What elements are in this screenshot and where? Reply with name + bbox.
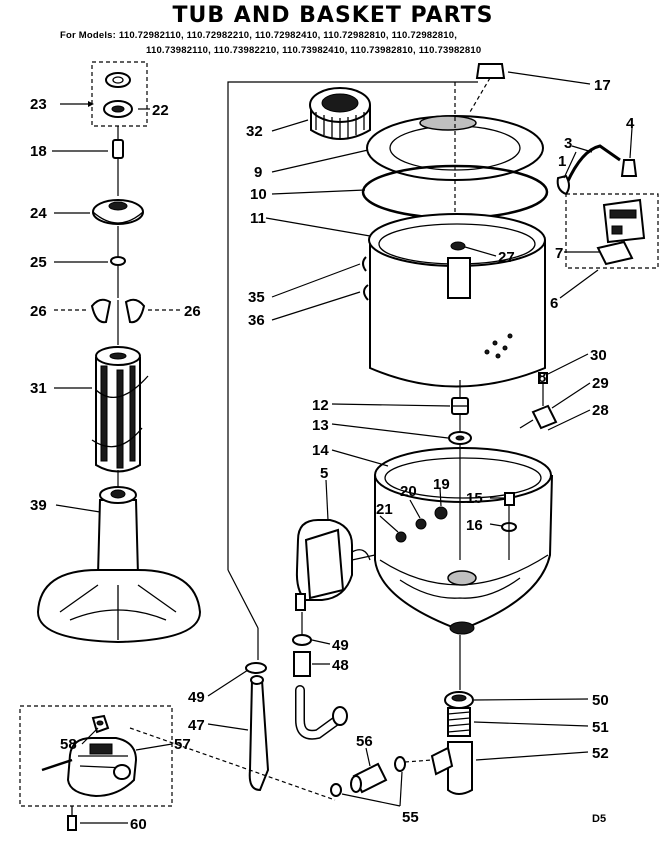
callout-20: 20 [400,483,417,500]
part-clip-35 [362,256,367,272]
page-code: D5 [592,813,606,825]
callout-19: 19 [433,476,450,493]
part-seal-50 [444,691,474,709]
callout-12: 12 [312,397,329,414]
callout-26-right: 26 [184,303,201,320]
callout-4: 4 [626,115,635,132]
callout-3: 3 [564,135,572,152]
cap-group-box [91,61,148,127]
callout-58: 58 [60,736,77,753]
part-motor-57 [41,737,138,798]
callout-17: 17 [594,77,611,94]
callout-49-left: 49 [188,689,205,706]
callout-1: 1 [558,153,566,170]
callout-7: 7 [555,245,563,262]
part-washer-25 [110,256,126,266]
callout-8: 8 [538,369,546,386]
part-clamp-49b [292,634,312,646]
callout-23: 23 [30,96,47,113]
callout-52: 52 [592,745,609,762]
callout-6: 6 [550,295,558,312]
callout-labels: 23 22 18 24 25 26 26 31 39 17 32 9 10 11… [30,77,635,833]
callout-22: 22 [152,102,169,119]
part-seal-13 [448,431,472,445]
part-nut-58 [91,714,110,734]
callout-13: 13 [312,417,329,434]
callout-48: 48 [332,657,349,674]
callout-47: 47 [188,717,205,734]
part-hose-47 [248,675,270,792]
callout-31: 31 [30,380,47,397]
part-outer-tub-14 [374,447,553,635]
part-screw-15 [504,492,515,506]
part-tube-56 [350,762,388,794]
callout-18: 18 [30,143,47,160]
callout-60: 60 [130,816,147,833]
callout-24: 24 [30,205,47,222]
switch-group-box [565,193,659,269]
callout-29: 29 [592,375,609,392]
part-hose-3 [556,144,621,196]
part-agitator-cap [105,72,131,88]
part-coupling-52 [430,741,473,795]
callout-32: 32 [246,123,263,140]
part-bolt-18 [112,139,124,159]
part-spin-basket-11 [368,213,546,388]
part-agitator-base-39 [36,486,202,644]
callout-9: 9 [254,164,262,181]
callout-49-right: 49 [332,637,349,654]
part-nut-12 [451,397,469,415]
callout-56: 56 [356,733,373,750]
callout-15: 15 [466,490,483,507]
callout-35: 35 [248,289,265,306]
part-agitator-barrel-31 [91,346,149,473]
callout-36: 36 [248,312,265,329]
leader-lines [52,71,633,824]
callout-10: 10 [250,186,267,203]
callout-55: 55 [402,809,419,826]
part-clamp-55 [330,756,406,797]
callout-16: 16 [466,517,483,534]
part-hose-48 [293,651,311,677]
part-cam-24 [92,199,144,225]
callout-5: 5 [320,465,328,482]
callout-51: 51 [592,719,609,736]
callout-28: 28 [592,402,609,419]
part-pump-5 [295,519,371,611]
models-line-2: 110.73982110, 110.73982210, 110.73982410… [146,45,481,56]
part-screw-60 [67,806,77,831]
part-snubber-17 [475,63,506,79]
callout-21: 21 [376,501,393,518]
diagram-title: TUB AND BASKET PARTS [173,3,494,28]
callout-27: 27 [498,249,515,266]
part-clamp-49a [245,662,267,674]
part-switch-7 [596,198,646,266]
part-hose-elbow [295,685,348,740]
callout-39: 39 [30,497,47,514]
part-spring-51 [447,707,471,737]
models-line-1: For Models: 110.72982110, 110.72982210, … [60,30,457,41]
part-dogs-26 [90,298,146,324]
part-bracket-28 [519,404,558,430]
callout-26-left: 26 [30,303,47,320]
callout-14: 14 [312,442,329,459]
part-clip-36 [363,284,369,301]
part-cap-seal [103,100,133,118]
part-drive-block-32 [309,87,371,140]
part-clamp-4 [620,159,638,177]
callout-11: 11 [250,210,266,227]
callout-25: 25 [30,254,47,271]
callout-57: 57 [174,736,191,753]
callout-30: 30 [590,347,607,364]
callout-50: 50 [592,692,609,709]
